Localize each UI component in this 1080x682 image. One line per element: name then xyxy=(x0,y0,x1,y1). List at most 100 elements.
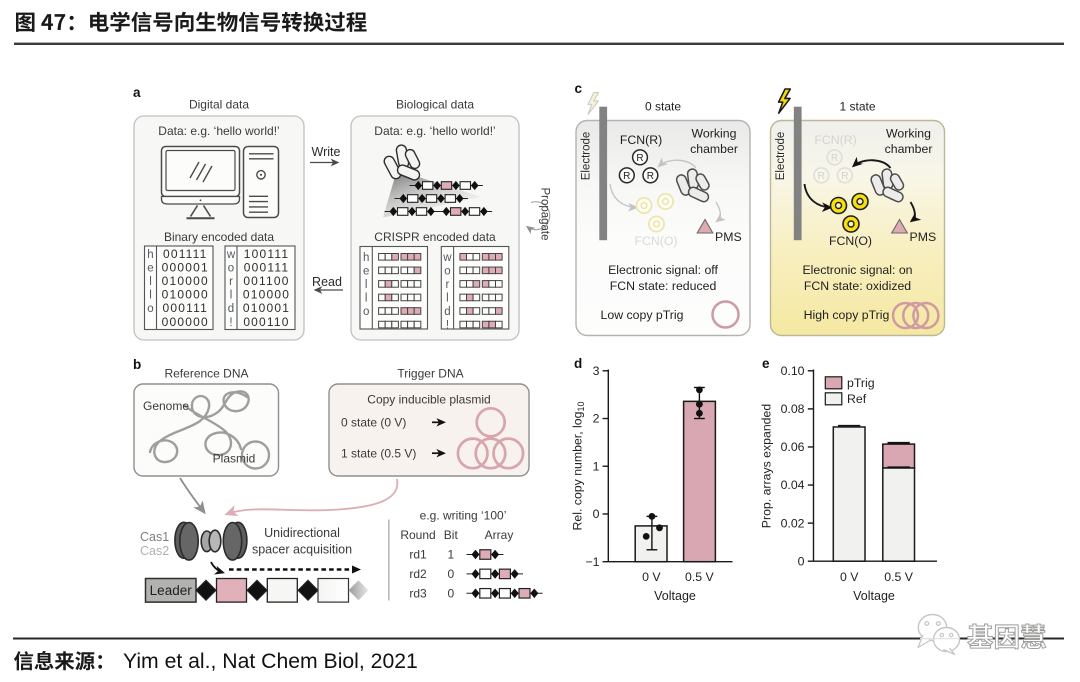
svg-text:0.06: 0.06 xyxy=(781,440,805,454)
svg-text:o: o xyxy=(444,265,450,277)
svg-text:!: ! xyxy=(229,317,232,329)
svg-text:FCN state: reduced: FCN state: reduced xyxy=(610,279,717,293)
svg-text:0 state (0 V): 0 state (0 V) xyxy=(341,416,406,430)
svg-text:001111: 001111 xyxy=(163,247,208,261)
svg-text:d: d xyxy=(574,356,582,371)
svg-text:Voltage: Voltage xyxy=(853,589,895,603)
svg-text:R: R xyxy=(818,171,825,182)
svg-text:FCN(O): FCN(O) xyxy=(829,234,872,248)
svg-text:Trigger DNA: Trigger DNA xyxy=(397,367,463,381)
svg-text:0.02: 0.02 xyxy=(781,516,805,530)
svg-text:0.5 V: 0.5 V xyxy=(884,570,914,584)
svg-text:a: a xyxy=(133,85,141,100)
svg-text:c: c xyxy=(575,81,583,96)
svg-text:2: 2 xyxy=(593,412,600,426)
svg-text:e: e xyxy=(147,262,153,274)
svg-text:0: 0 xyxy=(593,507,600,521)
svg-text:3: 3 xyxy=(593,364,600,378)
svg-text:−1: −1 xyxy=(585,555,599,569)
svg-text:0: 0 xyxy=(798,554,805,568)
svg-text:Rel. copy number, log10: Rel. copy number, log10 xyxy=(571,402,587,531)
svg-text:pTrig: pTrig xyxy=(847,376,875,390)
svg-text:0: 0 xyxy=(447,567,454,581)
svg-text:Leader: Leader xyxy=(150,583,193,598)
svg-text:Read: Read xyxy=(312,275,342,289)
svg-text:Propagate: Propagate xyxy=(539,187,551,240)
svg-text:Low copy pTrig: Low copy pTrig xyxy=(601,308,684,322)
svg-text:0.04: 0.04 xyxy=(781,478,805,492)
svg-text:l: l xyxy=(365,279,368,291)
svg-text:r: r xyxy=(229,276,233,288)
svg-text:Genome: Genome xyxy=(143,399,189,413)
svg-text:R: R xyxy=(623,171,630,182)
svg-text:PMS: PMS xyxy=(910,230,937,244)
svg-text:0.10: 0.10 xyxy=(781,364,805,378)
svg-text:010001: 010001 xyxy=(243,301,290,315)
svg-text:000000: 000000 xyxy=(162,315,209,329)
svg-text:R: R xyxy=(841,171,848,182)
svg-text:010000: 010000 xyxy=(162,274,209,288)
svg-text:Unidirectional: Unidirectional xyxy=(264,526,340,540)
svg-text:e: e xyxy=(762,356,770,371)
svg-text:FCN(R): FCN(R) xyxy=(814,133,856,147)
svg-text:o: o xyxy=(228,262,234,274)
svg-text:FCN state: oxidized: FCN state: oxidized xyxy=(804,279,911,293)
svg-text:CRISPR encoded data: CRISPR encoded data xyxy=(374,230,496,244)
svg-text:Data: e.g. ‘hello world!’: Data: e.g. ‘hello world!’ xyxy=(374,124,495,138)
svg-text:Digital data: Digital data xyxy=(189,98,249,112)
svg-text:Working: Working xyxy=(886,127,931,141)
svg-text:100111: 100111 xyxy=(244,247,289,261)
svg-text:e.g. writing ‘100’: e.g. writing ‘100’ xyxy=(420,509,507,523)
svg-text:!: ! xyxy=(446,320,449,332)
svg-text:R: R xyxy=(647,171,654,182)
svg-text:Electronic signal: off: Electronic signal: off xyxy=(608,263,718,277)
svg-text:w: w xyxy=(226,249,236,261)
svg-text:1: 1 xyxy=(447,548,454,562)
svg-text:Reference DNA: Reference DNA xyxy=(164,367,248,381)
svg-text:0.5 V: 0.5 V xyxy=(685,570,715,584)
svg-text:1 state (0.5 V): 1 state (0.5 V) xyxy=(341,447,416,461)
svg-text:1: 1 xyxy=(593,459,600,473)
svg-text:001100: 001100 xyxy=(243,274,289,288)
svg-text:chamber: chamber xyxy=(690,142,738,156)
svg-text:Electrode: Electrode xyxy=(581,132,593,181)
svg-text:rd2: rd2 xyxy=(409,567,427,581)
svg-text:PMS: PMS xyxy=(715,230,742,244)
svg-text:b: b xyxy=(133,357,141,372)
svg-text:Cas2: Cas2 xyxy=(140,544,169,558)
svg-text:Plasmid: Plasmid xyxy=(213,452,256,466)
svg-text:0 V: 0 V xyxy=(642,570,661,584)
svg-text:Binary encoded data: Binary encoded data xyxy=(164,230,274,244)
svg-text:d: d xyxy=(444,306,450,318)
svg-text:l: l xyxy=(365,292,368,304)
svg-text:Bit: Bit xyxy=(444,528,459,542)
svg-text:l: l xyxy=(446,292,449,304)
svg-text:chamber: chamber xyxy=(885,142,933,156)
svg-text:Copy inducible plasmid: Copy inducible plasmid xyxy=(367,393,490,407)
svg-text:Electrode: Electrode xyxy=(775,132,787,181)
svg-text:l: l xyxy=(230,290,233,302)
svg-text:Working: Working xyxy=(692,127,737,141)
svg-text:010000: 010000 xyxy=(162,288,209,302)
svg-text:e: e xyxy=(363,265,369,277)
svg-text:h: h xyxy=(363,252,369,264)
svg-text:R: R xyxy=(831,153,838,164)
svg-text:Ref: Ref xyxy=(847,392,867,406)
svg-text:w: w xyxy=(442,252,452,264)
svg-text:Round: Round xyxy=(400,528,435,542)
svg-text:Prop. arrays expanded: Prop. arrays expanded xyxy=(760,404,774,529)
svg-text:Write: Write xyxy=(312,145,341,159)
svg-text:0.08: 0.08 xyxy=(781,402,805,416)
svg-text:FCN(O): FCN(O) xyxy=(634,234,677,248)
svg-text:spacer acquisition: spacer acquisition xyxy=(252,543,352,557)
svg-text:Electronic signal: on: Electronic signal: on xyxy=(802,263,912,277)
svg-text:Biological data: Biological data xyxy=(396,98,474,112)
svg-text:000110: 000110 xyxy=(243,315,289,329)
svg-text:000111: 000111 xyxy=(163,301,208,315)
svg-text:l: l xyxy=(149,276,152,288)
svg-text:o: o xyxy=(363,306,369,318)
svg-text:Array: Array xyxy=(485,528,514,542)
svg-text:o: o xyxy=(147,303,153,315)
svg-text:R: R xyxy=(636,153,643,164)
svg-text:High copy pTrig: High copy pTrig xyxy=(804,308,890,322)
